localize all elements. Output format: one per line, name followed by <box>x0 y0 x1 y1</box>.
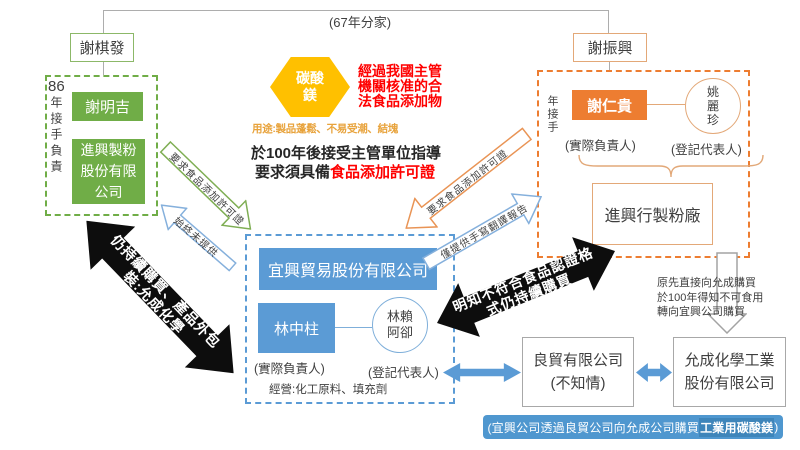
center-registered-rep-circle: 林賴 阿卻 <box>372 297 428 353</box>
arrow-down-right-icon <box>159 140 252 230</box>
requirement-highlight: 食品添加許可證 <box>330 164 436 181</box>
magnesium-carbonate-hexagon: 碳酸 鎂 <box>270 57 350 117</box>
family-split-line <box>103 10 609 11</box>
family-split-line-left <box>103 10 104 33</box>
right-request-arrow: 要求食品添加許可證 <box>394 118 540 243</box>
arrow-up-left-icon <box>160 204 237 272</box>
summary-banner: (宜興公司透過良貿公司向允成公司購買工業用碳酸鎂) <box>483 415 783 439</box>
blue-double-arrow-icon <box>636 363 672 382</box>
center-owner-box: 林中柱 <box>258 303 335 353</box>
right-registered-role: (登記代表人) <box>671 143 742 157</box>
left-request-arrow: 要求食品添加許可證 <box>152 133 263 242</box>
founder-left-box: 謝棋發 <box>70 33 134 62</box>
right-response-arrow: 僅提供手寫翻譯報告 <box>416 181 551 280</box>
connector-line <box>335 327 372 328</box>
right-takeover-label: 年接手 <box>546 95 558 134</box>
center-registered-role: (登記代表人) <box>368 366 439 380</box>
arrow-down-left-icon <box>405 127 533 229</box>
family-split-line-right <box>608 10 609 33</box>
regulation-note: 於100年後接受主管單位指導 <box>251 145 442 162</box>
right-registered-rep-circle: 姚 麗 珍 <box>685 78 741 134</box>
banner-prefix: (宜興公司透過良貿公司向允成公司購買 <box>487 420 700 435</box>
left-successor-box: 謝明吉 <box>72 92 143 121</box>
right-successor-box: 謝仁貴 <box>572 90 647 120</box>
requirement-note: 要求須具備食品添加許可證 <box>255 161 435 182</box>
requirement-prefix: 要求須具備 <box>255 164 331 181</box>
family-split-note: (67年分家) <box>328 15 392 30</box>
connector-line <box>647 104 685 105</box>
redirect-note: 原先直接向允成購買 於100年得知不可食用 轉向宜興公司購買 <box>657 277 764 318</box>
left-takeover-year: 86 <box>48 78 65 95</box>
left-response-arrow: 始終未提供 <box>151 193 243 279</box>
center-company-box: 宜興貿易股份有限公司 <box>259 248 437 290</box>
left-company-box: 進興製粉 股份有限 公司 <box>72 139 145 204</box>
banner-highlight: 工業用碳酸鎂 <box>699 417 775 437</box>
right-factory-box: 進興行製粉廠 <box>592 183 713 245</box>
center-business-note: 經營:化工原料、填充劑 <box>269 384 388 396</box>
middleman-company-box: 良貿有限公司 (不知情) <box>522 337 634 407</box>
banner-suffix: ) <box>774 420 779 434</box>
arrow-up-right-icon <box>421 193 543 271</box>
usage-note: 用途:製品蓬鬆、不易受潮、結塊 <box>252 123 398 135</box>
approval-note: 經過我國主管 機關核准的合 法食品添加物 <box>358 63 442 109</box>
supplier-company-box: 允成化學工業 股份有限公司 <box>673 337 786 407</box>
left-takeover-label: 年接手負責 <box>49 96 63 176</box>
brace-icon <box>578 154 764 178</box>
founder-right-box: 謝振興 <box>573 33 647 62</box>
center-owner-role: (實際負責人) <box>254 362 325 376</box>
arrow-down-hollow-icon <box>707 252 747 334</box>
right-successor-role: (實際負責人) <box>565 139 636 153</box>
